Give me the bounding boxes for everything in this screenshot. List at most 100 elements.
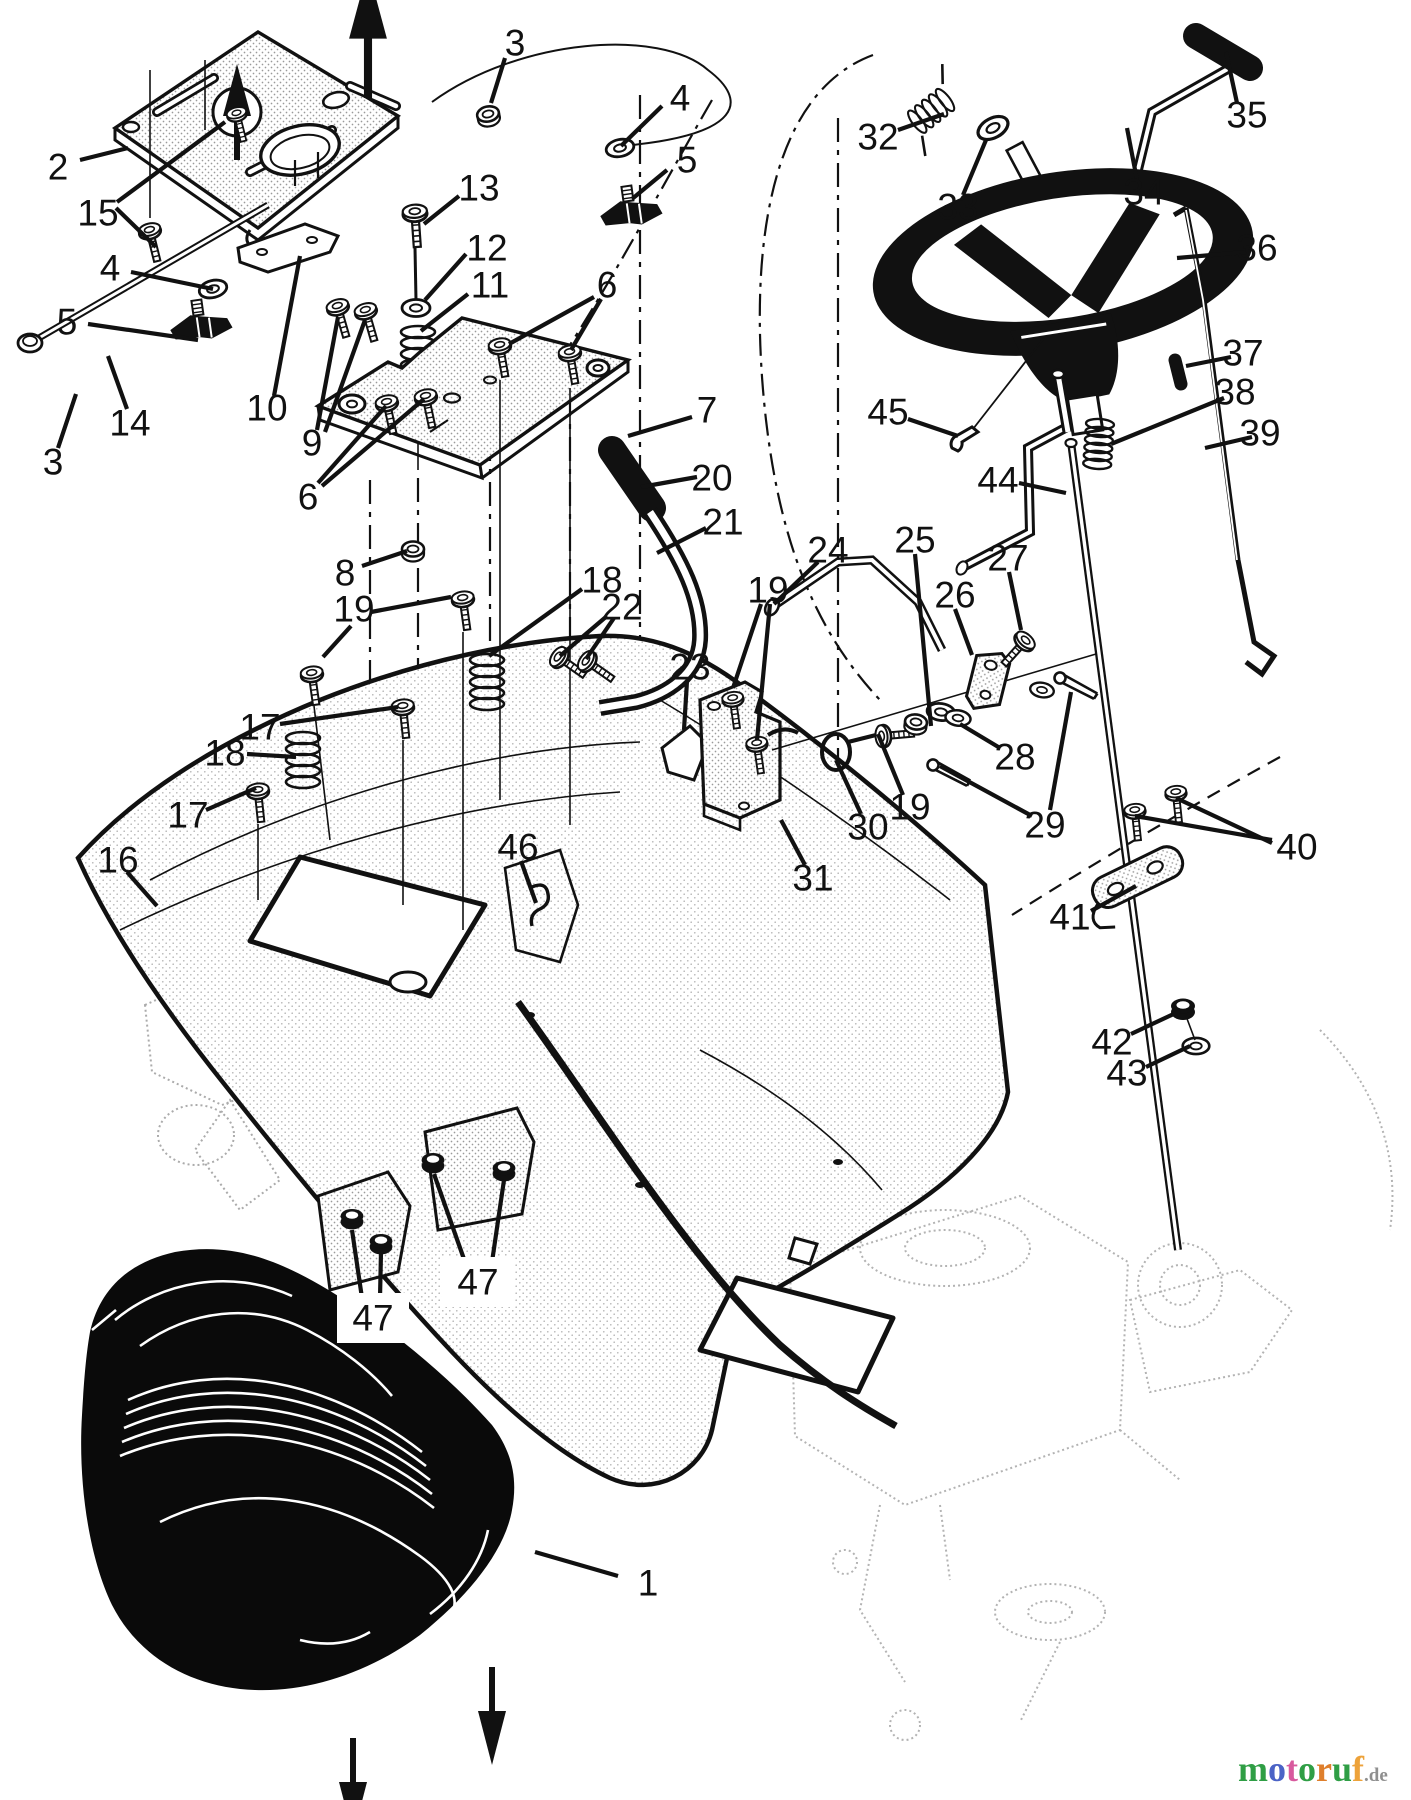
callout-43: 43 — [1106, 1044, 1191, 1094]
leader-line — [321, 624, 353, 659]
callout-3: 3 — [43, 393, 78, 483]
seat-adjust-rod-drawing — [16, 201, 270, 354]
callout-17: 17 — [167, 786, 257, 836]
callout-34: 34 — [1123, 127, 1165, 213]
callout-box — [337, 1293, 409, 1343]
leader-line — [1134, 813, 1273, 843]
callout-29: 29 — [938, 691, 1074, 846]
nut-3 — [474, 103, 503, 130]
callout-30: 30 — [834, 759, 889, 848]
leader-line — [1047, 691, 1074, 811]
part-number: 1 — [638, 1563, 659, 1604]
callout-9: 9 — [302, 316, 367, 464]
part-number: 8 — [335, 553, 356, 594]
callout-31: 31 — [779, 819, 834, 899]
part-number: 5 — [57, 302, 78, 343]
leader-line — [114, 206, 158, 249]
leader-line — [79, 145, 129, 163]
rear-opening — [697, 1275, 896, 1395]
part-number: 26 — [934, 575, 975, 616]
part-number: 14 — [109, 403, 150, 444]
spring-32-drawing — [904, 64, 959, 157]
leader-line — [1176, 249, 1247, 261]
watermark-logo: motoruf.de — [1238, 1748, 1408, 1792]
leader-line — [569, 297, 603, 352]
watermark-letter: t — [1286, 1749, 1298, 1789]
part-number: 2 — [48, 147, 69, 188]
callout-23: 23 — [669, 647, 711, 731]
watermark-letter: o — [1298, 1749, 1316, 1789]
leader-line — [1145, 1044, 1191, 1069]
callout-35: 35 — [1223, 51, 1268, 136]
leader-line — [271, 255, 303, 397]
leader-line — [558, 614, 609, 658]
callout-2: 2 — [48, 145, 129, 188]
part-number: 39 — [1239, 413, 1280, 454]
callout-47: 47 — [432, 1173, 514, 1307]
leader-line — [130, 269, 214, 292]
part-number: 35 — [1226, 95, 1267, 136]
leader-line — [56, 393, 78, 449]
washer-4 — [603, 135, 637, 161]
part-number: 15 — [77, 193, 118, 234]
callout-20: 20 — [640, 458, 733, 499]
leader-line — [361, 549, 408, 568]
leader-line — [1223, 51, 1240, 104]
callout-22: 22 — [558, 587, 643, 661]
watermark-letter: o — [1268, 1749, 1286, 1789]
callout-7: 7 — [627, 390, 717, 439]
part-number: 11 — [471, 265, 509, 306]
part-number: 9 — [302, 423, 323, 464]
callout-1: 1 — [534, 1549, 659, 1604]
part-number: 24 — [807, 530, 848, 571]
steering-shaft-drawing — [1050, 368, 1182, 1251]
callout-47: 47 — [337, 1229, 409, 1343]
part-number: 42 — [1091, 1022, 1132, 1063]
leader-line — [834, 759, 863, 815]
leader-line — [876, 733, 905, 796]
screw-19 — [449, 588, 480, 633]
callout-18: 18 — [204, 733, 297, 774]
leader-line — [1204, 434, 1253, 451]
callout-19: 19 — [731, 570, 789, 741]
screw-40 — [1122, 801, 1150, 843]
leader-line — [953, 608, 974, 656]
leader-line — [316, 404, 388, 485]
washer-26 — [1027, 679, 1057, 701]
leader-line — [279, 704, 399, 727]
callout-19: 19 — [876, 733, 931, 828]
leader-line — [656, 526, 707, 555]
callout-19: 19 — [321, 589, 452, 659]
part-number: 23 — [669, 647, 710, 688]
watermark-letter: m — [1238, 1749, 1268, 1789]
callout-25: 25 — [894, 520, 936, 727]
part-number: 19 — [747, 570, 788, 611]
leader-line — [419, 292, 470, 333]
flange-nut-47 — [421, 1152, 445, 1174]
steering-wheel-drawing — [872, 168, 1254, 437]
callout-33: 33 — [937, 139, 988, 228]
part-number: 4 — [670, 78, 691, 119]
part-number: 6 — [298, 477, 319, 518]
leader-line — [1130, 1009, 1181, 1036]
part-number: 33 — [937, 187, 978, 228]
callout-box — [442, 1257, 514, 1307]
part-number: 3 — [505, 23, 526, 64]
leader-line — [1124, 127, 1140, 181]
callout-39: 39 — [1204, 413, 1281, 454]
part-number: 16 — [97, 840, 138, 881]
part-number: 36 — [1236, 228, 1277, 269]
part-number: 21 — [702, 502, 743, 543]
part-number: 32 — [857, 117, 898, 158]
leader-line — [907, 417, 959, 438]
part-number: 40 — [1276, 827, 1317, 868]
part-number: 13 — [458, 168, 499, 209]
callout-41: 41 — [1049, 884, 1138, 938]
callout-37: 37 — [1185, 333, 1264, 374]
leader-line — [87, 321, 199, 343]
bushing-38 — [1081, 416, 1116, 472]
leader-line — [1175, 796, 1273, 845]
part-number: 17 — [167, 795, 208, 836]
clip-45-drawing — [949, 425, 981, 453]
